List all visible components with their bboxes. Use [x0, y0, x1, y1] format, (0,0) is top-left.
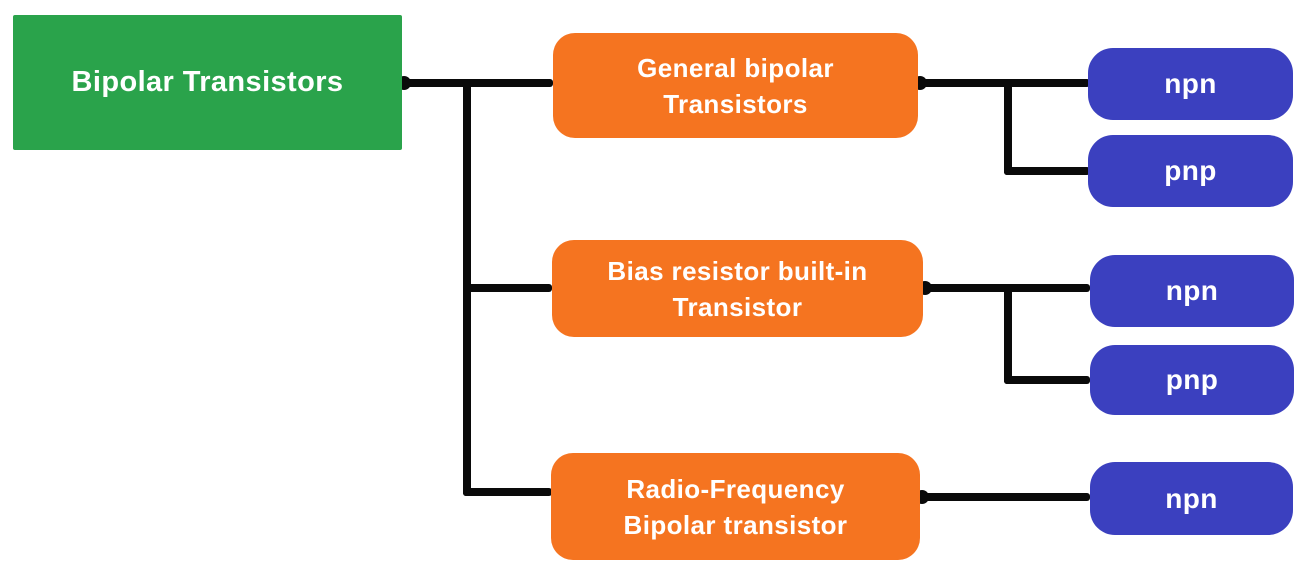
branch-node-bias-resistor-built-in-transistor: Bias resistor built-in Transistor [552, 240, 923, 337]
branch-label-line: Bias resistor built-in [607, 255, 868, 286]
branch-2-children-vertical-line [1004, 284, 1012, 384]
leaf-node-npn-2: npn [1090, 255, 1294, 327]
trunk-to-branch-2-line [463, 284, 552, 292]
trunk-to-branch-3-line [463, 488, 552, 496]
leaf-label: npn [1165, 275, 1219, 306]
leaf-node-pnp-1: pnp [1088, 135, 1293, 207]
branch-2-to-pnp-line [1004, 376, 1090, 384]
leaf-label: pnp [1165, 364, 1219, 395]
root-node-label: Bipolar Transistors [71, 66, 344, 98]
leaf-node-pnp-2: pnp [1090, 345, 1294, 415]
branch-1-to-pnp-line [1004, 167, 1090, 175]
leaf-label: npn [1164, 68, 1217, 99]
root-node-bipolar-transistors: Bipolar Transistors [13, 15, 402, 150]
branch-node-radio-frequency-bipolar-transistor: Radio-Frequency Bipolar transistor [551, 453, 920, 560]
branch-1-to-npn-line [916, 79, 1090, 87]
root-to-branch-1-line [399, 79, 553, 87]
leaf-node-npn-3: npn [1090, 462, 1293, 535]
branch-1-children-vertical-line [1004, 79, 1012, 175]
branch-label-line: Bipolar transistor [623, 509, 848, 540]
branch-node-general-bipolar-transistors: General bipolar Transistors [553, 33, 918, 138]
leaf-node-npn-1: npn [1088, 48, 1293, 120]
branch-label-line: General bipolar [637, 52, 834, 83]
branch-label-line: Radio-Frequency [626, 473, 845, 504]
leaf-label: npn [1165, 482, 1218, 514]
branch-label-line: Transistors [663, 88, 808, 119]
branch-3-to-npn-line [918, 493, 1090, 501]
leaf-label: pnp [1164, 155, 1217, 186]
branch-label-line: Transistor [672, 291, 803, 322]
